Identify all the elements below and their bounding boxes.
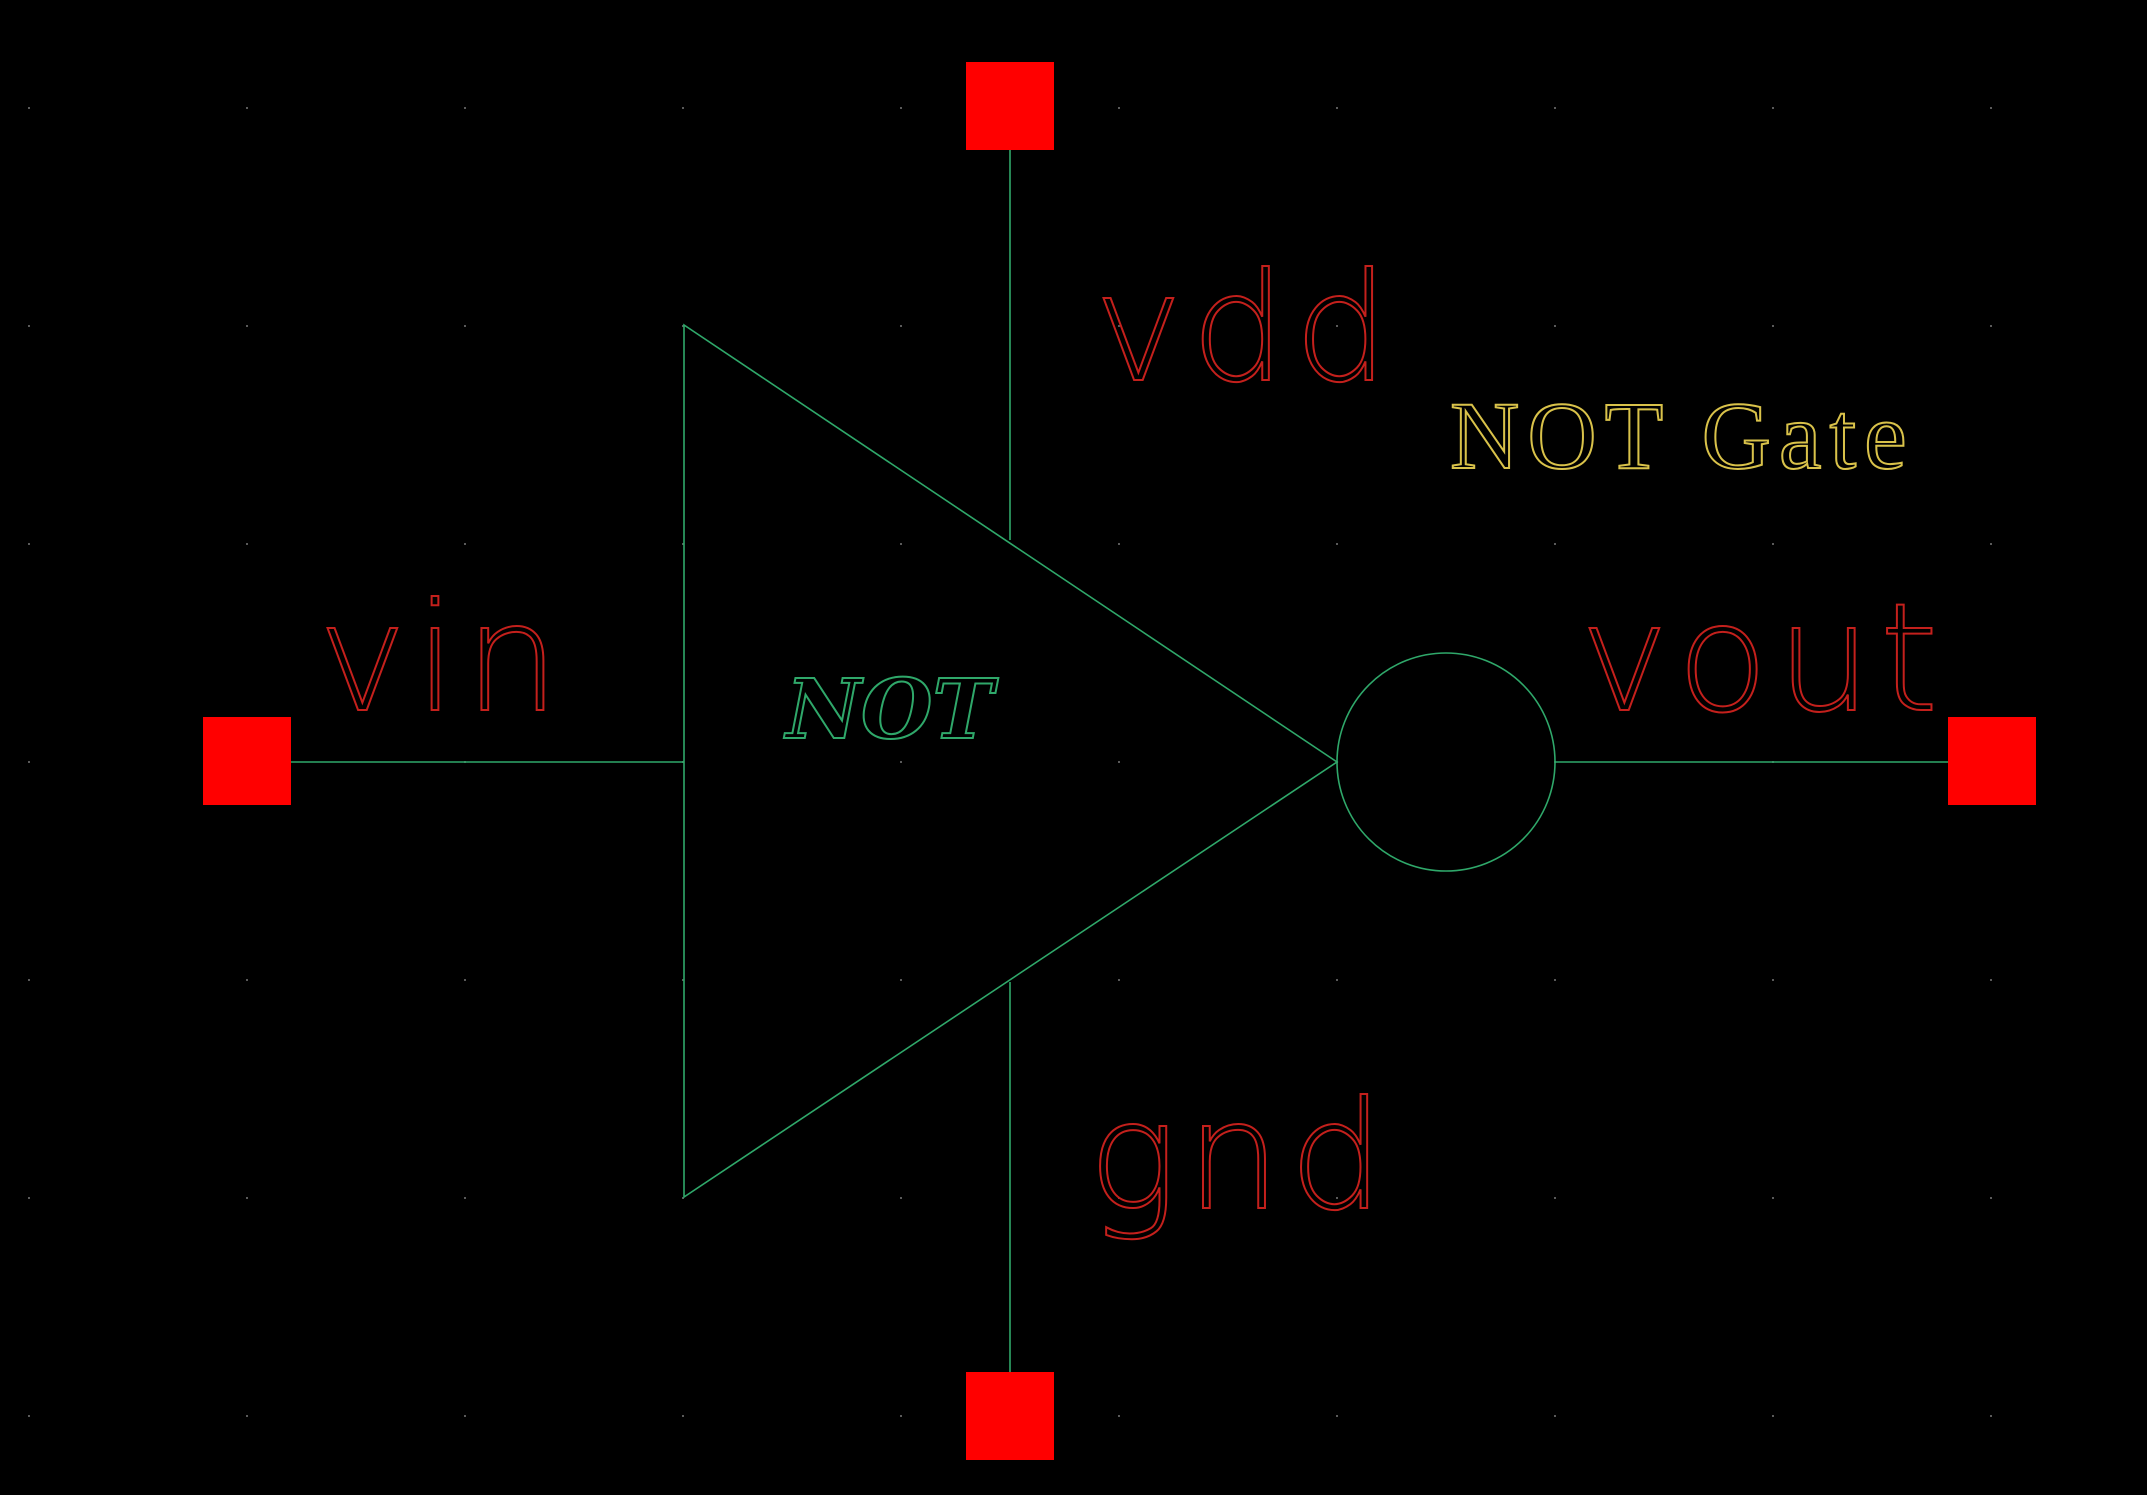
grid-dot	[464, 325, 466, 327]
grid-dot	[1990, 1197, 1992, 1199]
grid-dot	[1336, 979, 1338, 981]
grid-dot	[900, 761, 902, 763]
grid-dot	[464, 543, 466, 545]
grid-dot	[682, 1415, 684, 1417]
grid-dot	[1336, 107, 1338, 109]
grid-dot	[464, 1197, 466, 1199]
grid-dot	[1772, 107, 1774, 109]
vin-pin-label: vin	[318, 572, 568, 746]
grid-dot	[1336, 1415, 1338, 1417]
grid-dot	[1336, 1197, 1338, 1199]
grid-dot	[900, 325, 902, 327]
grid-dot	[28, 1415, 30, 1417]
grid-dot	[1554, 543, 1556, 545]
grid-dot	[1772, 543, 1774, 545]
grid-dot	[682, 1197, 684, 1199]
grid-dot	[900, 107, 902, 109]
grid-dot	[1990, 107, 1992, 109]
grid-dot	[246, 325, 248, 327]
grid-dot	[682, 979, 684, 981]
grid-dot	[682, 325, 684, 327]
grid-dot	[28, 1197, 30, 1199]
grid-dot	[1772, 325, 1774, 327]
grid-dot	[1990, 979, 1992, 981]
inverter-triangle[interactable]	[683, 323, 1339, 1199]
grid-dot	[682, 543, 684, 545]
inversion-bubble[interactable]	[1336, 652, 1556, 872]
gnd-pin-label: gnd	[1088, 1070, 1392, 1244]
grid-dot	[464, 1415, 466, 1417]
grid-dot	[1118, 1197, 1120, 1199]
grid-dot	[1990, 543, 1992, 545]
grid-dot	[1554, 1415, 1556, 1417]
grid-dot	[1336, 325, 1338, 327]
grid-dot	[1990, 325, 1992, 327]
grid-dot	[1118, 761, 1120, 763]
grid-dot	[900, 1415, 902, 1417]
grid-dot	[464, 979, 466, 981]
grid-dot	[246, 1197, 248, 1199]
vdd-pin-label: vdd	[1094, 242, 1397, 416]
grid-dot	[1554, 1197, 1556, 1199]
grid-dot	[1118, 107, 1120, 109]
gnd-pin[interactable]	[966, 1372, 1054, 1460]
grid-dot	[1554, 107, 1556, 109]
grid-dot	[28, 325, 30, 327]
grid-dot	[1772, 1415, 1774, 1417]
grid-dot	[246, 979, 248, 981]
grid-dot	[246, 107, 248, 109]
grid-dot	[246, 543, 248, 545]
grid-dot	[246, 1415, 248, 1417]
grid-dot	[28, 107, 30, 109]
grid-dot	[1336, 543, 1338, 545]
grid-dot	[1118, 543, 1120, 545]
grid-dot	[1554, 325, 1556, 327]
grid-dot	[1772, 1197, 1774, 1199]
grid-dot	[28, 543, 30, 545]
symbol-title: NOT Gate	[1450, 382, 1915, 489]
grid-dot	[900, 1197, 902, 1199]
grid-dot	[1118, 325, 1120, 327]
grid-dot	[28, 979, 30, 981]
grid-dot	[1118, 979, 1120, 981]
grid-dot	[28, 761, 30, 763]
grid-dot	[900, 979, 902, 981]
grid-dot	[1990, 1415, 1992, 1417]
grid-dot	[900, 543, 902, 545]
vin-pin[interactable]	[203, 717, 291, 805]
vout-pin[interactable]	[1948, 717, 2036, 805]
gate-label: NOT	[783, 662, 998, 758]
vdd-pin[interactable]	[966, 62, 1054, 150]
vout-pin-label: vout	[1580, 572, 1946, 746]
grid-dot	[682, 107, 684, 109]
grid-dot	[1118, 1415, 1120, 1417]
grid-dot	[1554, 979, 1556, 981]
grid-dot	[1772, 979, 1774, 981]
grid-dot	[464, 107, 466, 109]
